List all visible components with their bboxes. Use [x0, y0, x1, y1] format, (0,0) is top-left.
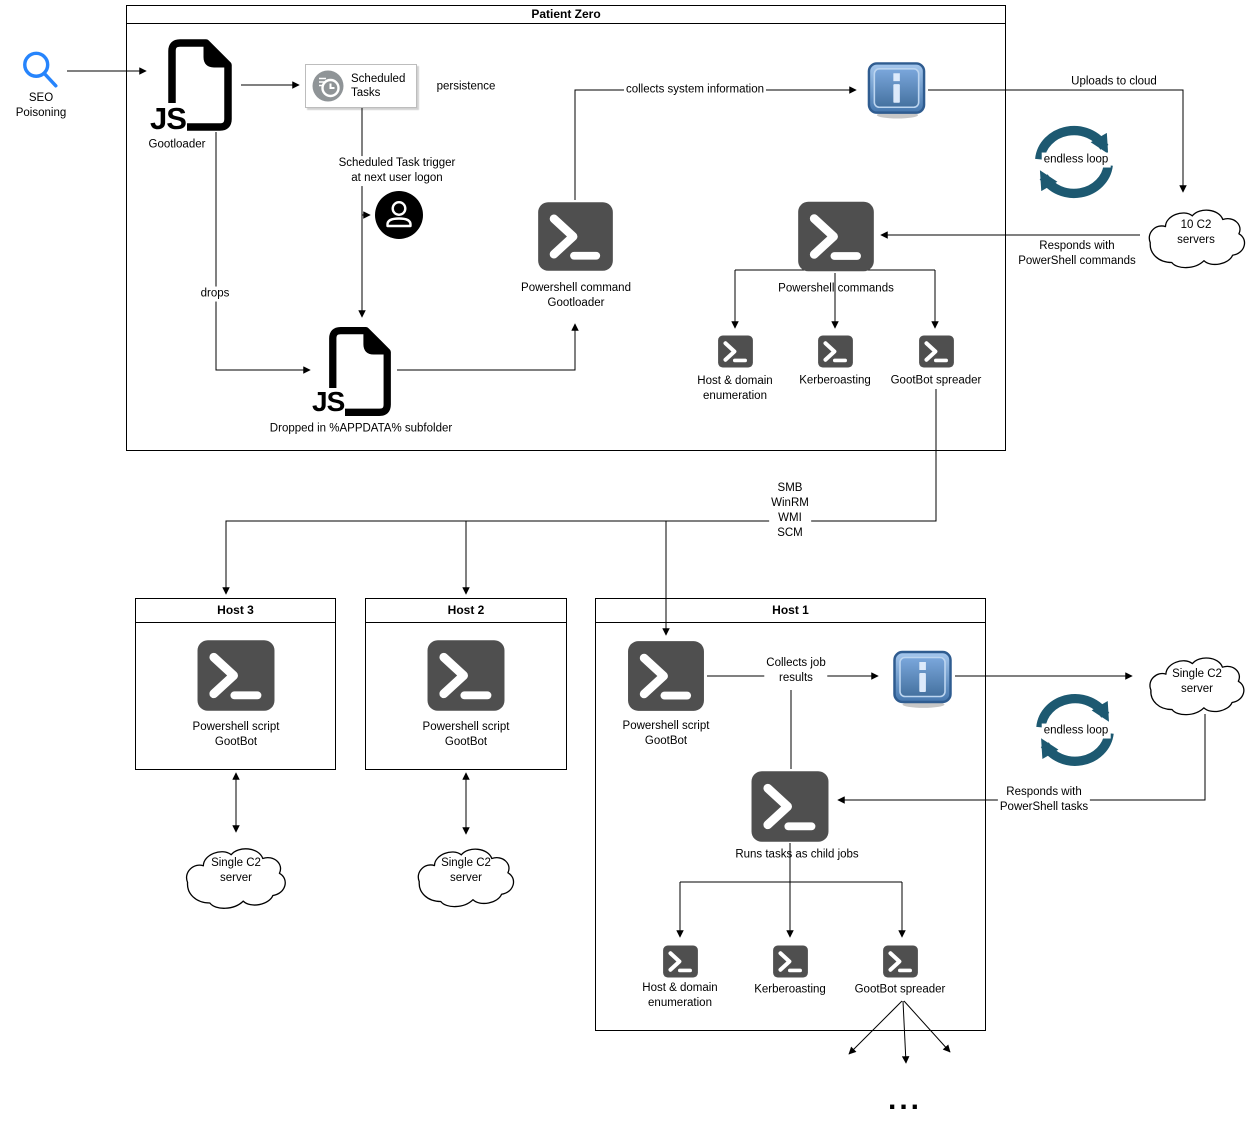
- scheduled-tasks-label: Scheduled Tasks: [351, 72, 406, 99]
- dropped-js-caption: Dropped in %APPDATA% subfolder: [269, 422, 453, 435]
- powershell-icon-kerberoasting-top: [814, 335, 857, 368]
- arrow-fan-right: [903, 1000, 951, 1053]
- connector-group: [67, 67, 1206, 1064]
- drops-label: drops: [198, 286, 232, 302]
- js-file-text-dropped: JS: [311, 386, 345, 417]
- seo-poisoning-label: SEO Poisoning: [15, 92, 67, 119]
- powershell-icon-spreader-top: [915, 335, 958, 368]
- powershell-icon-kerberoasting-host1: [769, 945, 812, 978]
- ten-c2-servers-label: 10 C2 servers: [1177, 219, 1215, 246]
- powershell-icon-host3: [196, 639, 276, 712]
- collects-system-information-label: collects system information: [623, 82, 767, 98]
- arrow-info-to-c2cloud: [928, 89, 1187, 193]
- arrow-gootloader-drops-js: [215, 132, 311, 374]
- host1-script-caption: Powershell script GootBot: [622, 720, 710, 747]
- gootbot-spreader-caption-top: GootBot spreader: [890, 374, 982, 387]
- kerberoasting-caption-host1: Kerberoasting: [754, 983, 826, 996]
- enum-caption-host1: Host & domain enumeration: [642, 982, 718, 1009]
- powershell-icon-host2: [426, 639, 506, 712]
- arrow-spreader-to-host3: [222, 389, 937, 595]
- gootloader-caption: Gootloader: [148, 138, 206, 151]
- endless-loop-label-host1: endless loop: [1041, 723, 1111, 739]
- info-icon-jobresults: [890, 650, 955, 708]
- powershell-icon-enum-host1: [659, 945, 702, 978]
- search-icon: [20, 49, 62, 93]
- powershell-command-caption: Powershell command Gootloader: [521, 282, 631, 309]
- host2-cloud-label: Single C2 server: [441, 857, 491, 884]
- lateral-protocols-label: SMB WinRM WMI SCM: [769, 481, 811, 541]
- powershell-icon-childjobs: [750, 770, 830, 843]
- scheduled-tasks-shape: Scheduled Tasks: [305, 64, 417, 108]
- powershell-commands-caption: Powershell commands: [778, 282, 894, 295]
- runs-tasks-caption: Runs tasks as child jobs: [735, 848, 859, 861]
- host1-title: Host 1: [596, 599, 985, 623]
- uploads-to-cloud-label: Uploads to cloud: [1069, 74, 1159, 90]
- task-trigger-note: Scheduled Task trigger at next user logo…: [336, 156, 458, 186]
- powershell-icon-enum-top: [714, 335, 757, 368]
- user-icon: [375, 191, 423, 239]
- host3-script-caption: Powershell script GootBot: [192, 721, 280, 748]
- host3-title: Host 3: [136, 599, 335, 623]
- endless-loop-label-top: endless loop: [1041, 152, 1111, 168]
- enum-caption-top: Host & domain enumeration: [697, 375, 773, 402]
- arrow-cloud2-to-childjobs: [837, 714, 1206, 804]
- powershell-icon-host1: [626, 640, 706, 712]
- powershell-icon-command: [537, 200, 614, 273]
- host1-box: Host 1: [595, 598, 986, 1031]
- powershell-icon-commands: [797, 200, 875, 273]
- js-file-text-gootloader: JS: [149, 101, 187, 136]
- scheduled-tasks-icon: [312, 70, 344, 102]
- kerberoasting-caption-top: Kerberoasting: [799, 374, 871, 387]
- host1-cloud-label: Single C2 server: [1172, 668, 1222, 695]
- responds-powershell-tasks-label: Responds with PowerShell tasks: [997, 785, 1091, 815]
- persistence-label: persistence: [436, 80, 496, 93]
- gootbot-spreader-caption-host1: GootBot spreader: [854, 983, 946, 996]
- host2-title: Host 2: [366, 599, 566, 623]
- host3-cloud-label: Single C2 server: [211, 857, 261, 884]
- arrow-fan-left: [848, 1000, 903, 1055]
- continuation-ellipsis: ...: [887, 1083, 923, 1116]
- collects-job-results-label: Collects job results: [764, 656, 828, 686]
- host2-script-caption: Powershell script GootBot: [422, 721, 510, 748]
- arrow-droppedjs-to-pscommand: [397, 323, 579, 371]
- info-icon-sysinfo: [865, 61, 928, 119]
- host3-box: Host 3: [135, 598, 336, 770]
- patient-zero-title: Patient Zero: [127, 6, 1005, 24]
- powershell-icon-spreader-host1: [879, 945, 922, 978]
- arrow-fan-middle: [901, 1000, 910, 1064]
- host2-box: Host 2: [365, 598, 567, 770]
- patient-zero-box: Patient Zero: [126, 5, 1006, 451]
- responds-powershell-commands-label: Responds with PowerShell commands: [1016, 239, 1138, 269]
